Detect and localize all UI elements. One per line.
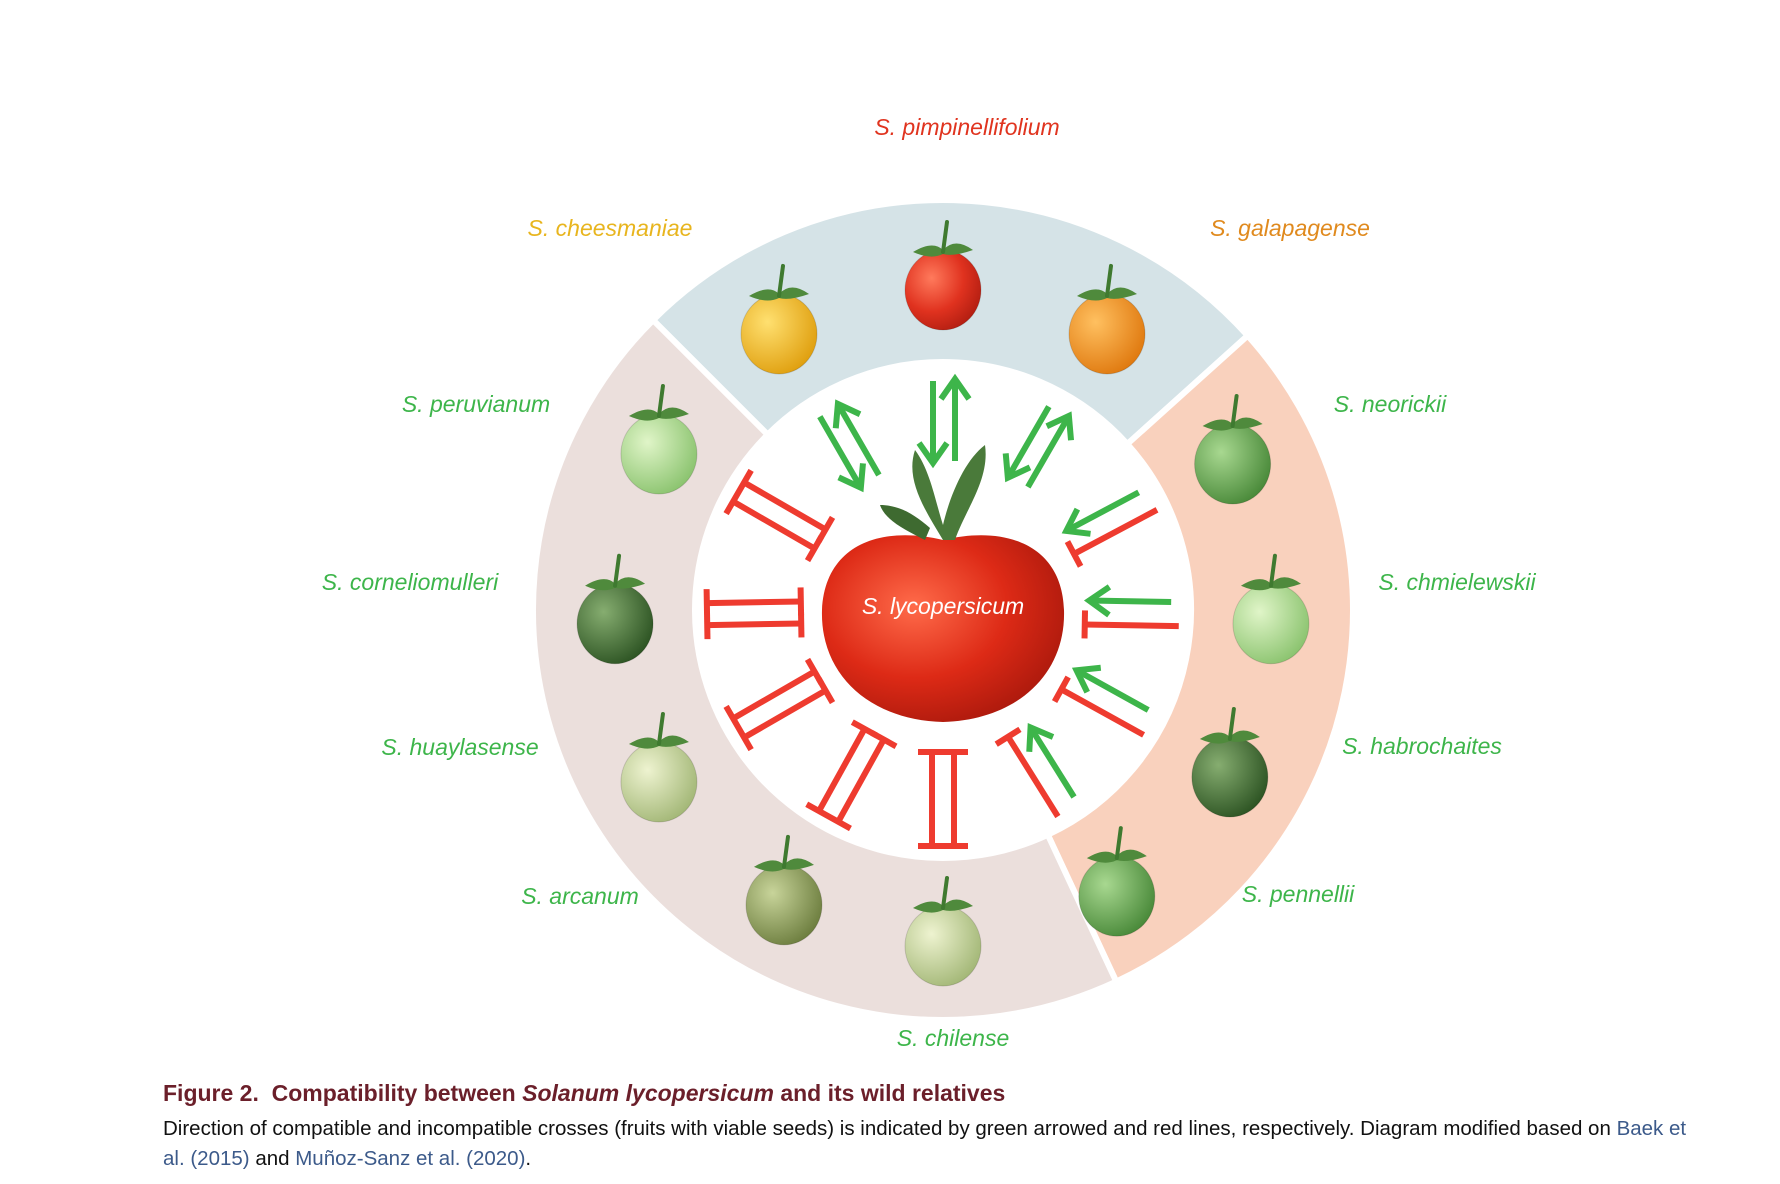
center-species-label: S. lycopersicum xyxy=(862,593,1024,619)
label-chmielewskii: S. chmielewskii xyxy=(1378,569,1536,595)
relation-peruvianum xyxy=(723,468,836,563)
label-corneliomulleri: S. corneliomulleri xyxy=(322,569,499,595)
caption-body-end: . xyxy=(525,1147,532,1170)
relation-pennellii xyxy=(994,723,1077,819)
fruit-pennellii xyxy=(1078,826,1156,937)
center-tomato: S. lycopersicum xyxy=(821,445,1065,722)
label-galapagense: S. galapagense xyxy=(1210,215,1370,241)
caption-body-and: and xyxy=(255,1147,290,1170)
fruit-chilense xyxy=(904,876,982,987)
relation-galapagense xyxy=(1002,405,1075,489)
fruit-arcanum xyxy=(745,834,823,946)
fruit-huaylasense xyxy=(620,712,698,823)
caption-title-pre: Compatibility between xyxy=(271,1080,516,1106)
relation-corneliomulleri xyxy=(703,587,805,640)
reference-link-baek[interactable]: Baek et al. (2015) xyxy=(163,1117,1687,1170)
label-pimpinellifolium: S. pimpinellifolium xyxy=(874,114,1059,140)
fruit-chmielewskii xyxy=(1232,553,1310,665)
fruit-habrochaites xyxy=(1191,707,1269,818)
caption-title-italic: Solanum lycopersicum xyxy=(522,1080,774,1106)
label-cheesmaniae: S. cheesmaniae xyxy=(528,215,693,241)
relation-huaylasense xyxy=(723,657,836,752)
relation-cheesmaniae xyxy=(817,399,882,493)
fruit-images xyxy=(576,220,1310,987)
relation-neorickii xyxy=(1061,489,1159,568)
caption-title: Figure 2. Compatibility between Solanum … xyxy=(163,1078,1703,1108)
relation-arcanum xyxy=(805,719,898,832)
label-arcanum: S. arcanum xyxy=(521,883,639,909)
fruit-pimpinellifolium xyxy=(904,220,982,331)
label-chilense: S. chilense xyxy=(897,1025,1010,1051)
relation-habrochaites xyxy=(1051,664,1150,738)
label-peruvianum: S. peruvianum xyxy=(402,391,550,417)
fruit-neorickii xyxy=(1194,394,1272,505)
species-labels: S. pimpinellifolium S. galapagense S. neor… xyxy=(322,114,1537,1051)
label-pennellii: S. pennellii xyxy=(1242,881,1355,907)
fruit-peruvianum xyxy=(620,384,698,495)
relation-chmielewskii xyxy=(1081,584,1179,639)
label-habrochaites: S. habrochaites xyxy=(1342,733,1502,759)
fruit-corneliomulleri xyxy=(576,553,654,665)
relation-pimpinellifolium xyxy=(916,373,972,469)
cross-relations xyxy=(703,373,1179,849)
caption-body-text: Direction of compatible and incompatible… xyxy=(163,1117,1611,1140)
fruit-cheesmaniae xyxy=(740,263,818,375)
caption-title-post: and its wild relatives xyxy=(780,1080,1006,1106)
label-neorickii: S. neorickii xyxy=(1334,391,1447,417)
figure-caption: Figure 2. Compatibility between Solanum … xyxy=(163,1078,1703,1174)
label-huaylasense: S. huaylasense xyxy=(381,734,538,760)
figure-label: Figure 2. xyxy=(163,1080,259,1106)
fruit-galapagense xyxy=(1068,263,1146,375)
reference-link-munoz-sanz[interactable]: Muñoz-Sanz et al. (2020) xyxy=(295,1147,526,1170)
compatibility-diagram: S. lycopersicum S. pimpinellifolium S. ga… xyxy=(322,114,1537,1051)
relation-chilense xyxy=(918,749,968,849)
caption-body: Direction of compatible and incompatible… xyxy=(163,1114,1703,1174)
